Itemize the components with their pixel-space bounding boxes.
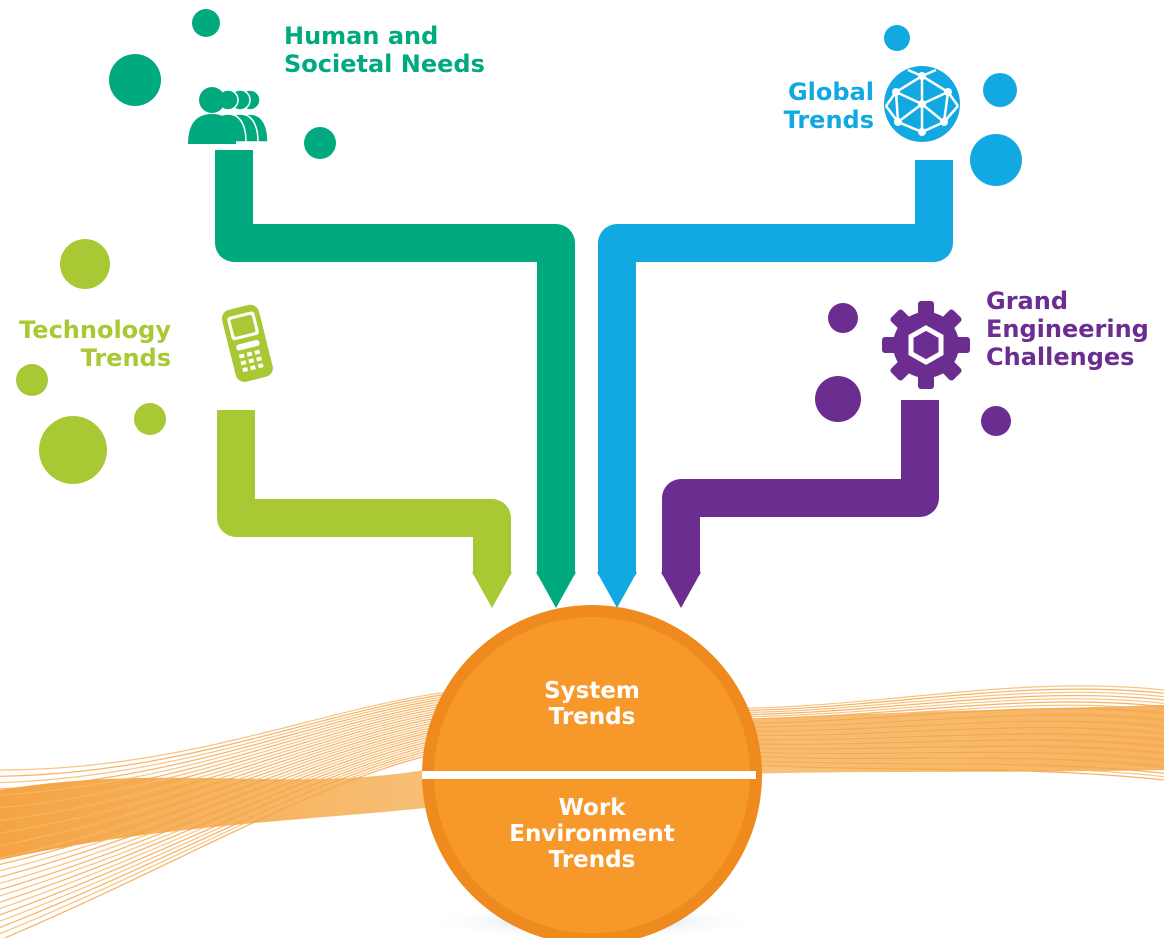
label-line: Trends — [548, 847, 636, 873]
lime-dot — [134, 403, 166, 435]
label-grand-engineering-challenges: Grand Engineering Challenges — [986, 287, 1149, 371]
label-line: Grand — [986, 287, 1068, 315]
label-line: Technology — [19, 316, 171, 344]
label-line: Trends — [548, 704, 636, 730]
gear-icon — [882, 301, 970, 389]
label-technology-trends: Technology Trends — [19, 316, 171, 372]
blue-dot — [983, 73, 1017, 107]
lime-dot — [39, 416, 107, 484]
mobile-phone-icon — [221, 304, 273, 382]
technology-trends-pipe — [217, 410, 512, 608]
purple-dot — [815, 376, 861, 422]
central-circle — [422, 605, 762, 938]
global-trends-pipe — [597, 160, 953, 608]
blue-dot — [884, 25, 910, 51]
label-line: Challenges — [986, 343, 1135, 371]
human-societal-needs-pipe — [215, 150, 576, 608]
green-dot — [109, 54, 161, 106]
label-line: Environment — [509, 821, 675, 847]
blue-dot — [970, 134, 1022, 186]
network-globe-icon — [884, 66, 960, 142]
label-line: Work — [558, 795, 626, 821]
label-human-societal-needs: Human and Societal Needs — [284, 22, 485, 78]
green-dot — [304, 127, 336, 159]
purple-dot — [981, 406, 1011, 436]
lime-dot — [16, 364, 48, 396]
label-work-environment-trends: Work Environment Trends — [482, 795, 702, 873]
label-line: Trends — [80, 344, 171, 372]
purple-dot — [828, 303, 858, 333]
label-line: Engineering — [986, 315, 1149, 343]
grand-engineering-challenges-pipe — [661, 400, 939, 608]
label-line: Global — [787, 78, 874, 106]
people-silhouette-icon — [188, 87, 269, 144]
label-system-trends: System Trends — [482, 678, 702, 730]
label-line: Human and — [284, 22, 439, 50]
label-line: Societal Needs — [284, 50, 485, 78]
lime-dot — [60, 239, 110, 289]
label-global-trends: Global Trends — [784, 78, 874, 134]
label-line: System — [544, 678, 640, 704]
circle-divider — [422, 771, 756, 779]
label-line: Trends — [783, 106, 874, 134]
green-dot — [192, 9, 220, 37]
